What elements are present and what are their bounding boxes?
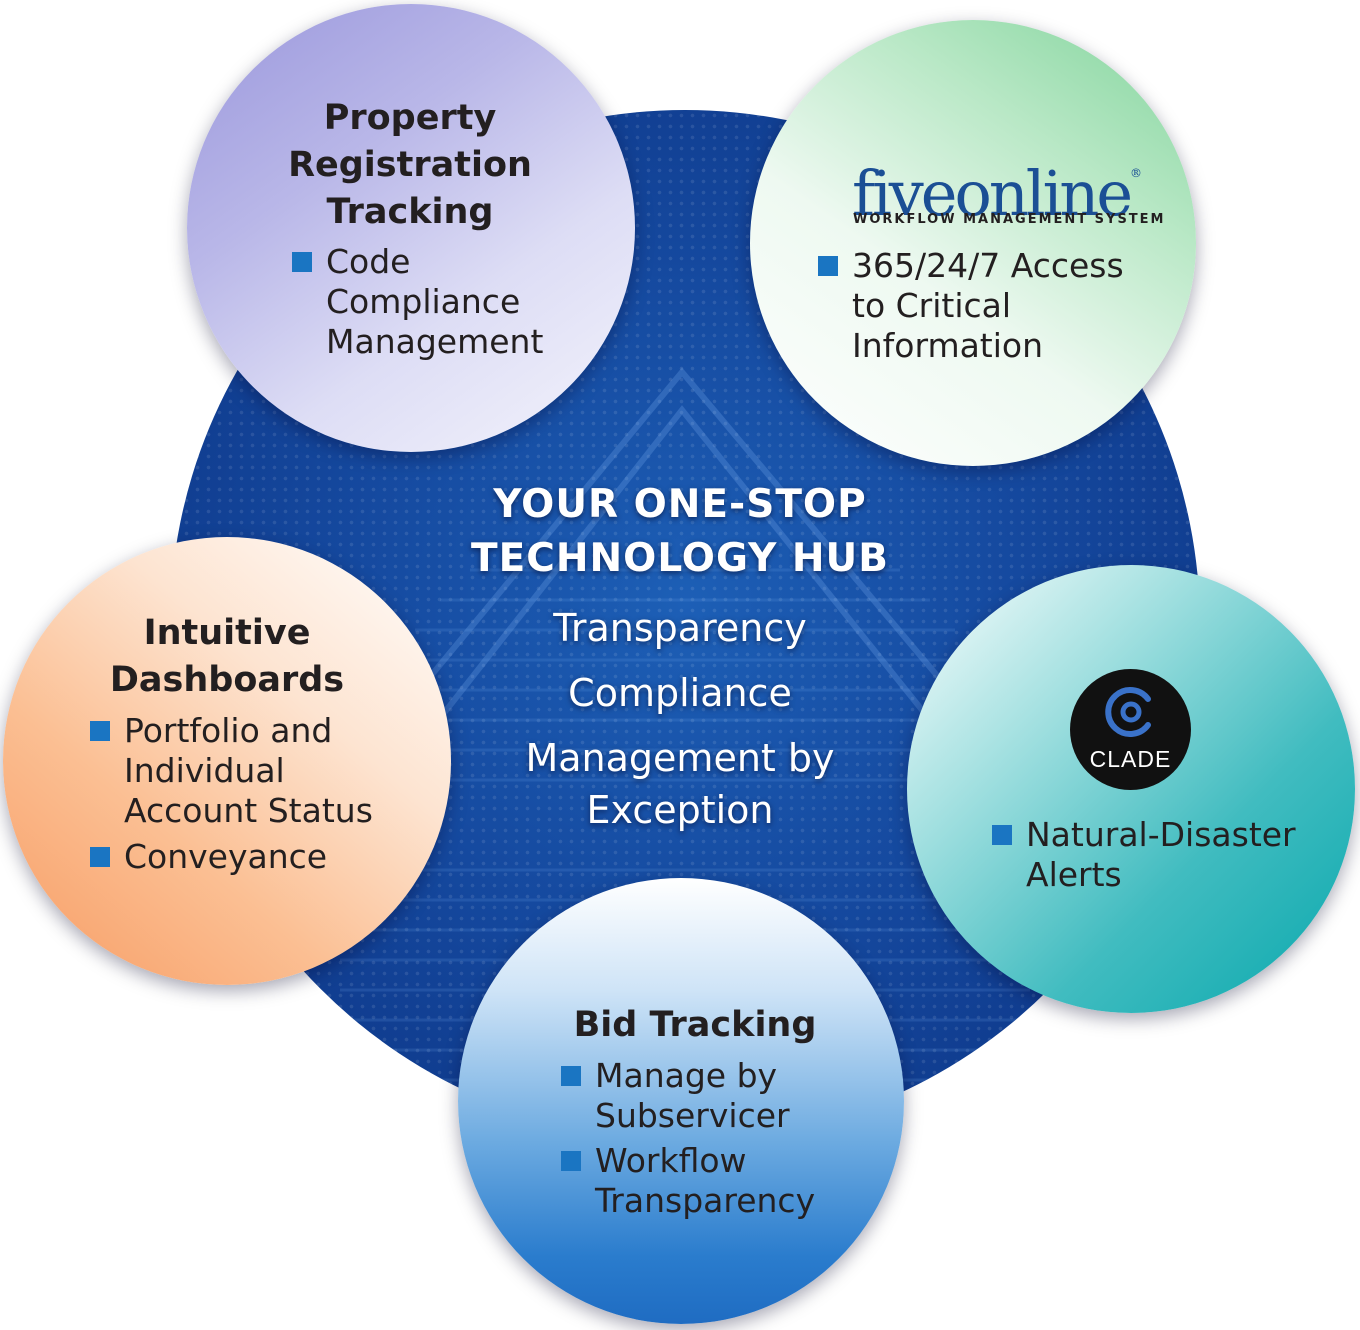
- fiveonline-subtitle: WORKFLOW MANAGEMENT SYSTEM: [853, 212, 1166, 227]
- bullet-square-icon: [292, 252, 312, 272]
- bullet-square-icon: [90, 721, 110, 741]
- bid-bullet-subservicer: Manage by Subservicer: [561, 1056, 790, 1136]
- fiveonline-logo: fiveonline®: [852, 157, 1143, 230]
- dashboards-heading: Intuitive Dashboards: [109, 613, 345, 700]
- property-registration-circle: [187, 4, 635, 452]
- bid-tracking-circle: [458, 878, 904, 1324]
- clade-bullet-natural-disaster: Natural-Disaster Alerts: [992, 815, 1296, 895]
- dashboards-bullet-portfolio: Portfolio and Individual Account Status: [90, 711, 373, 831]
- hub-title: YOUR ONE-STOP TECHNOLOGY HUB: [400, 478, 960, 586]
- clade-logo: CLADE: [1070, 669, 1191, 790]
- hub-item-compliance: Compliance: [568, 671, 792, 715]
- bid-bullet-workflow: Workflow Transparency: [561, 1141, 815, 1221]
- bullet-square-icon: [561, 1151, 581, 1171]
- fiveonline-circle: [750, 20, 1196, 466]
- bid-heading: Bid Tracking: [573, 1005, 817, 1045]
- bullet-square-icon: [818, 256, 838, 276]
- hub-title-line-2: TECHNOLOGY HUB: [471, 536, 889, 581]
- property-bullet-code-compliance: Code Compliance Management: [292, 242, 543, 362]
- hub-item-management-by-exception: Management by Exception: [525, 736, 835, 832]
- bullet-square-icon: [992, 825, 1012, 845]
- dashboards-bullet-conveyance: Conveyance: [90, 837, 327, 877]
- clade-c-icon: [1105, 687, 1151, 737]
- property-heading: Property Registration Tracking: [288, 98, 532, 232]
- hub-item-transparency: Transparency: [553, 606, 807, 650]
- dashboards-circle: [3, 537, 451, 985]
- fiveonline-bullet-access: 365/24/7 Access to Critical Information: [818, 246, 1124, 366]
- hub-title-line-1: YOUR ONE-STOP: [493, 482, 867, 527]
- bullet-square-icon: [90, 847, 110, 867]
- bullet-square-icon: [561, 1066, 581, 1086]
- clade-logo-text: CLADE: [1089, 746, 1172, 772]
